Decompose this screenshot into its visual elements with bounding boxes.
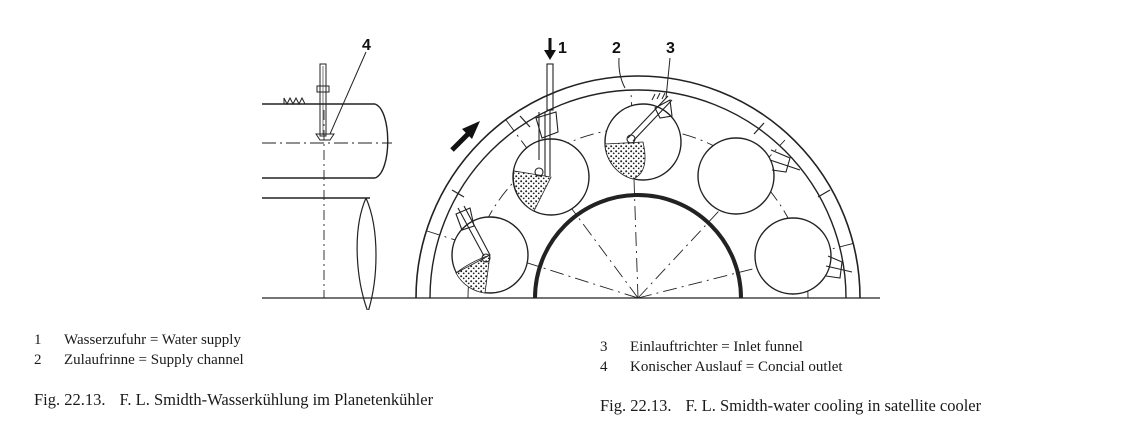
legend-item: 1 Wasserzufuhr = Water supply	[34, 330, 244, 350]
caption-figure-number: Fig. 22.13.	[34, 390, 106, 409]
satellite-tube-4	[697, 137, 775, 215]
legend-number: 4	[600, 359, 608, 375]
side-view	[262, 51, 392, 310]
cooler-diagram: 4	[262, 37, 880, 310]
legend-left: 1 Wasserzufuhr = Water supply 2 Zulaufrinn…	[34, 330, 244, 370]
callout-3: 3	[666, 40, 675, 57]
caption-english: Fig. 22.13. F. L. Smidth-water cooling in…	[600, 396, 981, 416]
caption-german: Fig. 22.13. F. L. Smidth-Wasserkühlung im…	[34, 390, 433, 410]
legend-text: Konischer Auslauf = Concial outlet	[630, 359, 843, 375]
satellite-tube-3	[604, 103, 682, 181]
legend-text: Einlauftrichter = Inlet funnel	[630, 339, 803, 355]
legend-number: 3	[600, 339, 608, 355]
callout-4: 4	[362, 37, 371, 54]
legend-text: Wasserzufuhr = Water supply	[64, 332, 241, 348]
callout-2: 2	[612, 40, 621, 57]
rotation-direction-arrow-icon	[450, 121, 480, 152]
caption-text: F. L. Smidth-water cooling in satellite …	[685, 396, 982, 415]
legend-right: 3 Einlauftrichter = Inlet funnel 4 Konisch…	[600, 337, 843, 377]
callout-1: 1	[558, 40, 567, 57]
legend-item: 3 Einlauftrichter = Inlet funnel	[600, 337, 843, 357]
satellite-tube-2	[512, 138, 590, 216]
legend-text: Zulaufrinne = Supply channel	[64, 352, 244, 368]
legend-item: 2 Zulaufrinne = Supply channel	[34, 350, 244, 370]
caption-figure-number: Fig. 22.13.	[600, 396, 672, 415]
legend-number: 1	[34, 332, 42, 348]
legend-number: 2	[34, 352, 42, 368]
satellite-tube-5	[754, 217, 832, 295]
down-arrow-icon	[544, 38, 556, 60]
legend-item: 4 Konischer Auslauf = Concial outlet	[600, 357, 843, 377]
water-feed-pipes	[455, 57, 853, 279]
caption-text: F. L. Smidth-Wasserkühlung im Planetenkü…	[119, 390, 434, 409]
